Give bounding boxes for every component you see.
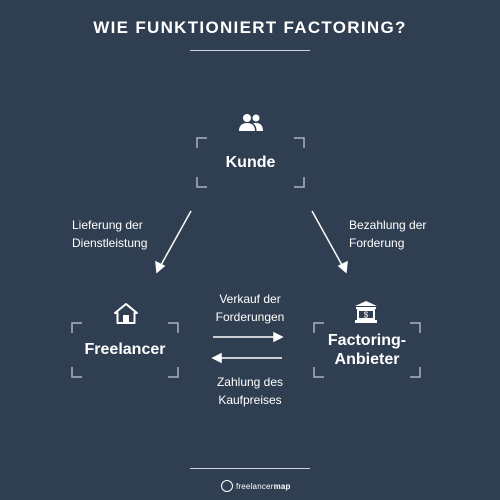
edge-lieferung-line2: Dienstleistung [72,236,148,250]
edge-verkauf-line2: Forderungen [215,310,285,324]
svg-text:$: $ [364,311,369,320]
brand-logo: freelancermap [221,478,291,494]
arrow-anbieter-to-freelancer [211,352,282,364]
edge-zahlung-line2: Kaufpreises [218,393,282,407]
kunde-box-corners [196,137,305,188]
logo-text-part1: freelancer [236,481,274,491]
logo-text-part2: map [273,481,291,491]
arrow-kunde-to-freelancer [155,210,192,274]
logo-wordmark: freelancermap [236,482,291,491]
edge-zahlung-line1: Zahlung des [216,375,284,389]
anbieter-box-corners [313,322,421,378]
people-icon [239,114,263,131]
node-anbieter-line1: Factoring- [327,332,407,349]
node-anbieter-line2: Anbieter [334,351,400,368]
title-divider [190,50,310,51]
bank-icon: $ [355,301,377,323]
arrow-freelancer-to-anbieter [213,331,284,343]
edge-bezahlung-label: Bezahlung der Forderung [349,216,426,252]
node-kunde-label: Kunde [225,154,276,171]
edge-zahlung-label: Zahlung des Kaufpreises [200,373,300,409]
freelancer-box-corners [71,322,179,378]
edge-lieferung-line1: Lieferung der [72,218,143,232]
edge-verkauf-label: Verkauf der Forderungen [200,290,300,326]
diagram-title: WIE FUNKTIONIERT FACTORING? [93,18,407,37]
node-anbieter-label: Factoring- Anbieter [314,331,420,369]
node-freelancer-label: Freelancer [84,341,166,358]
house-icon [114,303,138,324]
logo-circle-icon [221,480,233,492]
edge-bezahlung-line2: Forderung [349,236,405,250]
arrow-kunde-to-anbieter [311,210,348,274]
edge-lieferung-label: Lieferung der Dienstleistung [72,216,147,252]
edge-bezahlung-line1: Bezahlung der [349,218,427,232]
edge-verkauf-line1: Verkauf der [219,292,281,306]
bottom-divider [190,468,310,469]
